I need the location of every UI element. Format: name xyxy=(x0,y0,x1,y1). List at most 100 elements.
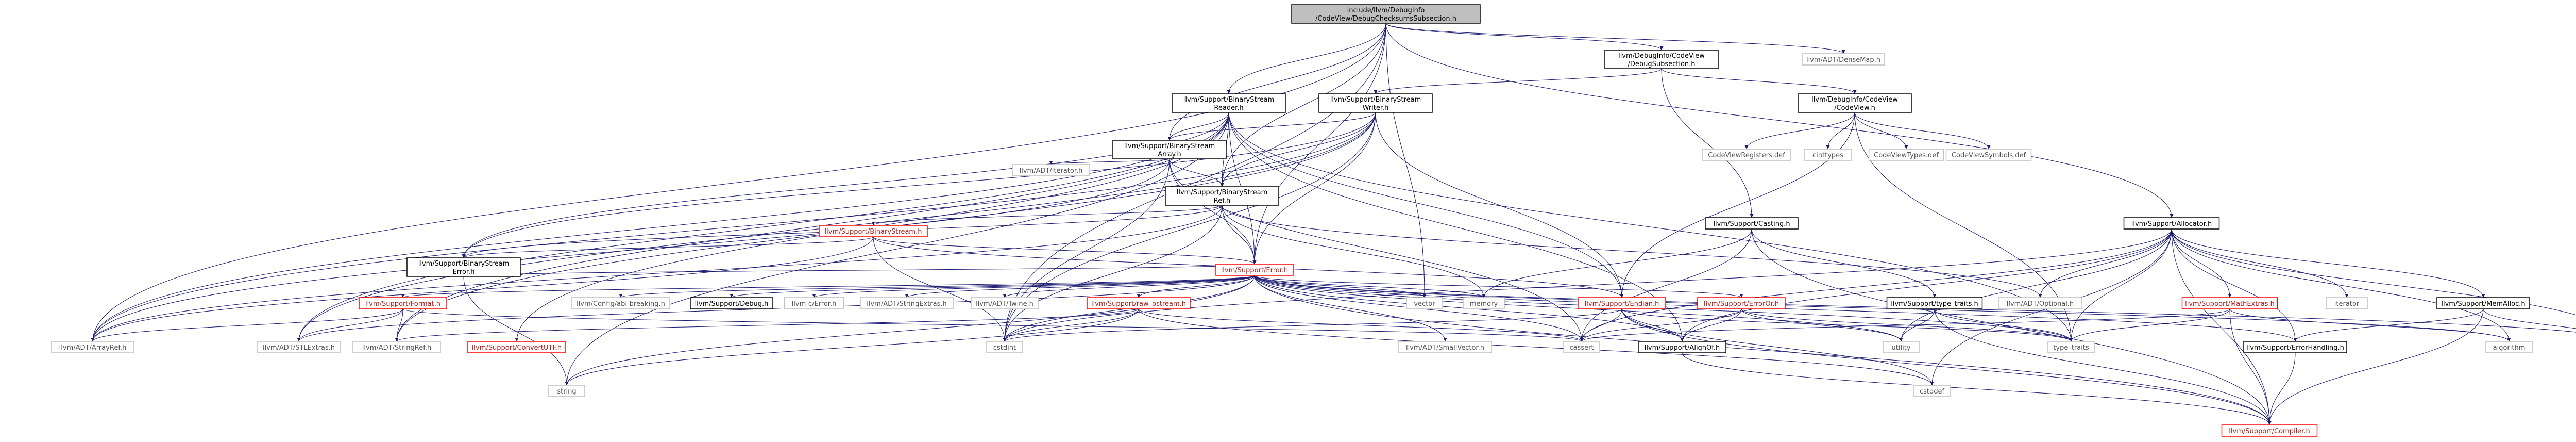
node-cinttypes[interactable]: cinttypes xyxy=(1804,149,1852,161)
edge-allocator-to-errorhandling xyxy=(2171,228,2297,342)
node-box xyxy=(971,297,1039,309)
node-casting[interactable]: llvm/Support/Casting.h xyxy=(1705,217,1799,230)
node-label: /CodeView.h xyxy=(1834,104,1875,112)
edge-root-to-allocator xyxy=(1385,23,2174,218)
node-box xyxy=(1112,140,1227,159)
edge-bsref-to-memory xyxy=(1222,205,1486,298)
node-iterator[interactable]: iterator xyxy=(2326,297,2368,309)
node-cassert[interactable]: cassert xyxy=(1563,341,1600,353)
node-box xyxy=(1638,341,1726,353)
node-box xyxy=(1883,341,1920,353)
edge-bsreader-to-string xyxy=(565,112,1229,386)
node-typetraitsstd[interactable]: type_traits xyxy=(2047,341,2095,353)
edge-bsreader-to-typetraitsstd xyxy=(1228,112,2073,342)
edge-casting-to-cassert xyxy=(1580,228,1752,342)
edge-bsarray-to-cassert xyxy=(1169,158,1584,342)
edge-format-to-stringref xyxy=(395,308,403,342)
node-label: llvm/Support/ErrorHandling.h xyxy=(2246,344,2344,352)
node-endian[interactable]: llvm/Support/Endian.h xyxy=(1578,297,1666,309)
node-cvtypes[interactable]: CodeViewTypes.def xyxy=(1868,149,1944,161)
node-supportdebug[interactable]: llvm/Support/Debug.h xyxy=(690,297,773,309)
node-typetraits[interactable]: llvm/Support/type_traits.h xyxy=(1886,297,1983,309)
edge-error-to-smallvector xyxy=(1254,275,1447,342)
node-label: llvm/Support/Endian.h xyxy=(1585,300,1659,308)
edge-error-to-algorithm xyxy=(1254,275,2511,342)
node-box xyxy=(257,341,341,353)
node-adtiterator[interactable]: llvm/ADT/iterator.h xyxy=(1012,164,1090,176)
edge-memalloc-to-errorhandling xyxy=(2293,308,2484,342)
node-rawostream[interactable]: llvm/Support/raw_ostream.h xyxy=(1087,297,1191,309)
node-errorhandling[interactable]: llvm/Support/ErrorHandling.h xyxy=(2243,341,2347,353)
node-label: llvm/Support/AlignOf.h xyxy=(1645,344,1720,352)
node-box xyxy=(1578,297,1666,309)
node-allocator[interactable]: llvm/Support/Allocator.h xyxy=(2123,217,2220,230)
edge-bsref-to-arrayref xyxy=(91,205,1223,342)
node-label: llvm/ADT/STLExtras.h xyxy=(263,344,335,352)
node-label: llvm/Support/MathExtras.h xyxy=(2185,300,2275,308)
node-erroror[interactable]: llvm/Support/ErrorOr.h xyxy=(1697,297,1786,309)
node-smallvector[interactable]: llvm/ADT/SmallVector.h xyxy=(1398,341,1492,353)
edge-allocator-to-iterator xyxy=(2171,228,2349,298)
node-box xyxy=(1012,164,1090,176)
node-algorithm[interactable]: algorithm xyxy=(2485,341,2533,353)
edge-format-to-cassert xyxy=(402,308,1583,342)
node-label: /CodeView/DebugChecksumsSubsection.h xyxy=(1315,15,1456,23)
node-configabi[interactable]: llvm/Config/abi-breaking.h xyxy=(571,297,670,309)
node-cstdint[interactable]: cstdint xyxy=(986,341,1023,353)
edge-error-to-stringextras xyxy=(905,275,1255,298)
edge-alignof-to-compiler xyxy=(1682,352,2272,425)
node-label: CodeViewTypes.def xyxy=(1874,152,1939,159)
node-mathextras[interactable]: llvm/Support/MathExtras.h xyxy=(2181,297,2278,309)
node-label: utility xyxy=(1892,344,1911,352)
node-debugsubsection[interactable]: llvm/DebugInfo/CodeView/DebugSubsection.… xyxy=(1604,50,1719,69)
node-root[interactable]: include/llvm/DebugInfo/CodeView/DebugChe… xyxy=(1291,4,1481,24)
node-twine[interactable]: llvm/ADT/Twine.h xyxy=(971,297,1039,309)
node-label: Array.h xyxy=(1158,151,1181,158)
node-box xyxy=(1913,385,1951,397)
node-cvregisters[interactable]: CodeViewRegisters.def xyxy=(1702,149,1791,161)
node-cvsymbols[interactable]: CodeViewSymbols.def xyxy=(1945,149,2032,161)
node-convertutf[interactable]: llvm/Support/ConvertUTF.h xyxy=(467,341,566,353)
node-label: type_traits xyxy=(2053,344,2089,352)
edge-bsref-to-cstdint xyxy=(1003,205,1223,342)
node-cerrno[interactable]: llvm-c/Error.h xyxy=(784,297,844,309)
node-codeview[interactable]: llvm/DebugInfo/CodeView/CodeView.h xyxy=(1798,93,1912,113)
node-memory[interactable]: memory xyxy=(1463,297,1505,309)
node-box xyxy=(819,225,928,237)
node-cstddef[interactable]: cstddef xyxy=(1913,385,1951,397)
node-label: llvm/DebugInfo/CodeView xyxy=(1811,96,1898,104)
node-densemap[interactable]: llvm/ADT/DenseMap.h xyxy=(1802,53,1885,66)
edge-allocator-to-compiler xyxy=(2171,228,2272,425)
node-box xyxy=(548,385,585,397)
node-label: Reader.h xyxy=(1214,104,1243,112)
node-arrayref[interactable]: llvm/ADT/ArrayRef.h xyxy=(51,341,134,353)
node-vector[interactable]: vector xyxy=(1406,297,1443,309)
node-label: llvm/Config/abi-breaking.h xyxy=(577,300,665,308)
node-label: llvm/Support/BinaryStream.h xyxy=(825,228,922,236)
node-label: CodeViewSymbols.def xyxy=(1952,152,2026,159)
edge-mathextras-to-cassert xyxy=(1580,308,2230,342)
edge-endian-to-cstddef xyxy=(1621,308,1934,386)
edge-debugsubsection-to-casting xyxy=(1661,68,1754,218)
node-format[interactable]: llvm/Support/Format.h xyxy=(359,297,447,309)
node-alignof[interactable]: llvm/Support/AlignOf.h xyxy=(1638,341,1726,353)
node-stlextras[interactable]: llvm/ADT/STLExtras.h xyxy=(257,341,341,353)
node-utility[interactable]: utility xyxy=(1883,341,1920,353)
node-stringref[interactable]: llvm/ADT/StringRef.h xyxy=(352,341,441,353)
node-label: llvm/ADT/iterator.h xyxy=(1020,167,1083,175)
node-optional[interactable]: llvm/ADT/Optional.h xyxy=(1998,297,2082,309)
node-box xyxy=(1945,149,2032,161)
node-error[interactable]: llvm/Support/Error.h xyxy=(1215,264,1294,276)
node-string[interactable]: string xyxy=(548,385,585,397)
node-label: llvm/ADT/Optional.h xyxy=(2007,300,2074,308)
node-stringextras[interactable]: llvm/ADT/StringExtras.h xyxy=(860,297,954,309)
edge-allocator-to-mathextras xyxy=(2171,228,2232,298)
node-bstream[interactable]: llvm/Support/BinaryStream.h xyxy=(819,225,928,237)
node-memalloc[interactable]: llvm/Support/MemAlloc.h xyxy=(2436,297,2530,309)
node-compiler[interactable]: llvm/Support/Compiler.h xyxy=(2221,424,2318,437)
